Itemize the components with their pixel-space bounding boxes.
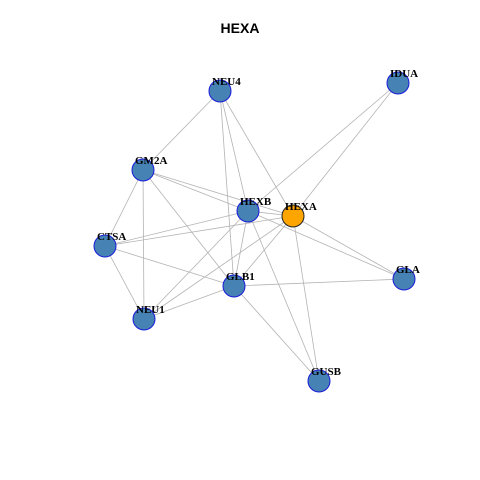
node-neu4: NEU4 xyxy=(208,76,241,103)
node-label-ctsa: CTSA xyxy=(97,231,126,243)
node-label-gm2a: GM2A xyxy=(135,155,167,167)
node-glb1: GLB1 xyxy=(222,271,255,298)
node-circle-gusb xyxy=(307,369,331,393)
edge-gm2a-ctsa xyxy=(104,169,144,247)
edge-neu4-hexa xyxy=(219,90,294,217)
node-label-gla: GLA xyxy=(396,264,420,276)
graph-title: HEXA xyxy=(220,20,260,36)
node-circle-hexa xyxy=(281,204,305,228)
edge-hexa-glb1 xyxy=(233,215,294,287)
edge-gm2a-hexa xyxy=(142,169,294,217)
node-label-hexb: HEXB xyxy=(240,196,272,208)
edge-idua-hexa xyxy=(292,82,399,217)
edge-glb1-gusb xyxy=(233,285,320,382)
edge-idua-hexb xyxy=(247,82,399,212)
edge-gm2a-glb1 xyxy=(142,169,235,287)
node-circle-hexb xyxy=(236,199,260,223)
edge-hexa-neu1 xyxy=(143,215,294,320)
node-circle-idua xyxy=(386,71,410,95)
edge-glb1-neu1 xyxy=(143,285,235,320)
edge-hexb-gusb xyxy=(247,210,320,382)
node-circle-gla xyxy=(392,267,416,291)
node-label-glb1: GLB1 xyxy=(226,271,255,283)
edge-hexa-gusb xyxy=(292,215,320,382)
edge-hexa-gla xyxy=(292,215,405,280)
node-gusb: GUSB xyxy=(307,366,342,393)
edge-neu4-gm2a xyxy=(142,90,221,171)
node-idua: IDUA xyxy=(386,68,418,95)
node-label-hexa: HEXA xyxy=(285,201,317,213)
edges-layer xyxy=(104,82,405,382)
edge-ctsa-hexb xyxy=(104,210,249,247)
node-label-idua: IDUA xyxy=(390,68,418,80)
edge-hexb-glb1 xyxy=(233,210,249,287)
node-hexa: HEXA xyxy=(281,201,317,228)
node-gm2a: GM2A xyxy=(131,155,167,182)
node-ctsa: CTSA xyxy=(93,231,126,258)
edge-neu4-hexb xyxy=(219,90,249,212)
node-circle-neu1 xyxy=(132,307,156,331)
node-neu1: NEU1 xyxy=(132,304,165,331)
edge-gm2a-neu1 xyxy=(142,169,145,320)
node-circle-glb1 xyxy=(222,274,246,298)
edge-glb1-gla xyxy=(233,278,405,287)
edge-ctsa-hexa xyxy=(104,215,294,247)
edge-hexb-gla xyxy=(247,210,405,280)
edge-hexb-neu1 xyxy=(143,210,249,320)
edge-ctsa-glb1 xyxy=(104,245,235,287)
edge-neu4-glb1 xyxy=(219,90,235,287)
node-circle-neu4 xyxy=(208,79,232,103)
node-gla: GLA xyxy=(392,264,420,291)
node-hexb: HEXB xyxy=(236,196,272,223)
edge-gm2a-hexb xyxy=(142,169,249,212)
node-circle-gm2a xyxy=(131,158,155,182)
edge-ctsa-neu1 xyxy=(104,245,145,320)
node-label-neu1: NEU1 xyxy=(136,304,165,316)
node-circle-ctsa xyxy=(93,234,117,258)
node-label-gusb: GUSB xyxy=(311,366,342,378)
node-label-neu4: NEU4 xyxy=(212,76,241,88)
